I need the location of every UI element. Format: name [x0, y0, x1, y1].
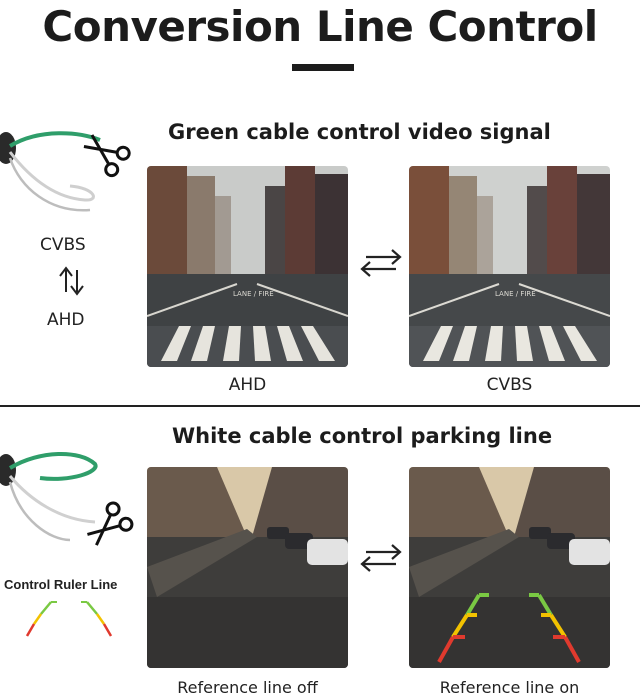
cvbs-label: CVBS — [40, 235, 86, 255]
swap-arrows-icon — [360, 249, 402, 277]
road-marking-text: LANE / FIRE — [495, 290, 536, 298]
section2-heading: White cable control parking line — [172, 424, 553, 448]
cvbs-street-photo: LANE / FIRE — [409, 166, 610, 367]
parking-guide-lines — [437, 593, 581, 663]
section-divider — [0, 405, 640, 407]
ahd-street-photo: LANE / FIRE — [147, 166, 348, 367]
ahd-label: AHD — [47, 310, 85, 330]
reference-line-on-caption: Reference line on — [439, 678, 580, 697]
mini-parking-ruler-icon — [25, 601, 113, 637]
switch-arrows-icon — [59, 266, 84, 296]
section1-heading: Green cable control video signal — [168, 120, 551, 144]
title-underline — [292, 64, 354, 71]
cvbs-caption: CVBS — [486, 375, 533, 395]
ahd-caption: AHD — [228, 375, 267, 395]
green-cable-cut-icon — [0, 131, 131, 212]
reference-line-off-photo — [147, 467, 348, 668]
road-marking-text: LANE / FIRE — [233, 290, 274, 298]
reference-line-on-photo — [409, 467, 610, 668]
reference-line-off-caption: Reference line off — [177, 678, 318, 697]
swap-arrows-icon — [360, 544, 402, 572]
white-cable-cut-icon — [0, 452, 134, 546]
page-title: Conversion Line Control — [42, 2, 598, 51]
control-ruler-line-label: Control Ruler Line — [4, 577, 118, 592]
